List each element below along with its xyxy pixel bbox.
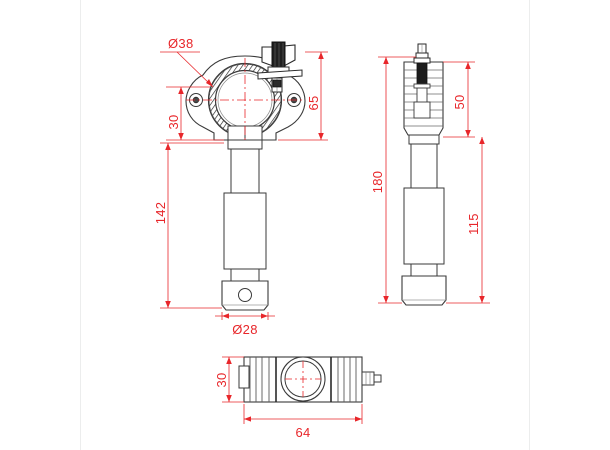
front-view-centerlines	[186, 58, 305, 142]
front-shaft-middle	[223, 192, 267, 270]
dim-shaft-height-side	[446, 137, 490, 304]
dim-overall-height-side	[378, 56, 416, 304]
front-wing-nut	[257, 41, 303, 93]
dim-label-body-depth: 30	[214, 372, 229, 387]
top-view-dimension-labels: 30 64	[214, 372, 310, 440]
dim-label-spigot-diameter: Ø28	[232, 322, 257, 337]
dim-bore-diameter	[160, 51, 214, 88]
top-split-lines	[275, 357, 332, 402]
dim-label-clamp-body-height: 30	[166, 114, 181, 129]
top-view-centerlines	[285, 361, 321, 397]
dim-label-shaft-height-side: 115	[466, 213, 481, 235]
top-view-dimensions	[222, 356, 363, 424]
front-view-dimensions	[160, 51, 328, 320]
top-bolt-head	[361, 371, 382, 386]
dim-overall-height	[160, 142, 224, 309]
side-view-dimensions	[378, 56, 490, 304]
top-view	[238, 356, 382, 403]
side-bolt	[413, 43, 431, 119]
front-view-dimension-labels: Ø38 30 65 142 Ø28	[153, 36, 321, 337]
dim-label-body-width: 64	[295, 425, 310, 440]
dim-label-head-height: 65	[306, 95, 321, 110]
dim-body-depth	[222, 356, 244, 403]
dim-label-overall-height: 142	[153, 202, 168, 225]
top-hinge-tab	[238, 365, 250, 389]
top-right-ribs	[337, 357, 357, 402]
dim-clamp-body-height	[166, 86, 224, 141]
top-left-ribs	[249, 357, 270, 402]
dim-label-head-height-side: 50	[452, 94, 467, 109]
dim-body-width	[243, 404, 363, 424]
dim-label-overall-height-side: 180	[370, 171, 385, 194]
front-spigot-cap	[221, 280, 269, 311]
dim-spigot-diameter	[215, 312, 275, 320]
side-view-dimension-labels: 180 50 115	[370, 94, 481, 234]
front-shaft-upper	[227, 139, 263, 194]
image-frame	[80, 0, 530, 450]
front-shaft-neck	[230, 268, 260, 282]
dim-head-height	[278, 51, 328, 141]
side-view	[401, 43, 447, 306]
dim-label-bore-diameter: Ø38	[168, 36, 193, 51]
front-view	[185, 41, 306, 311]
dim-head-height-side	[443, 61, 475, 138]
side-shaft	[401, 134, 447, 306]
